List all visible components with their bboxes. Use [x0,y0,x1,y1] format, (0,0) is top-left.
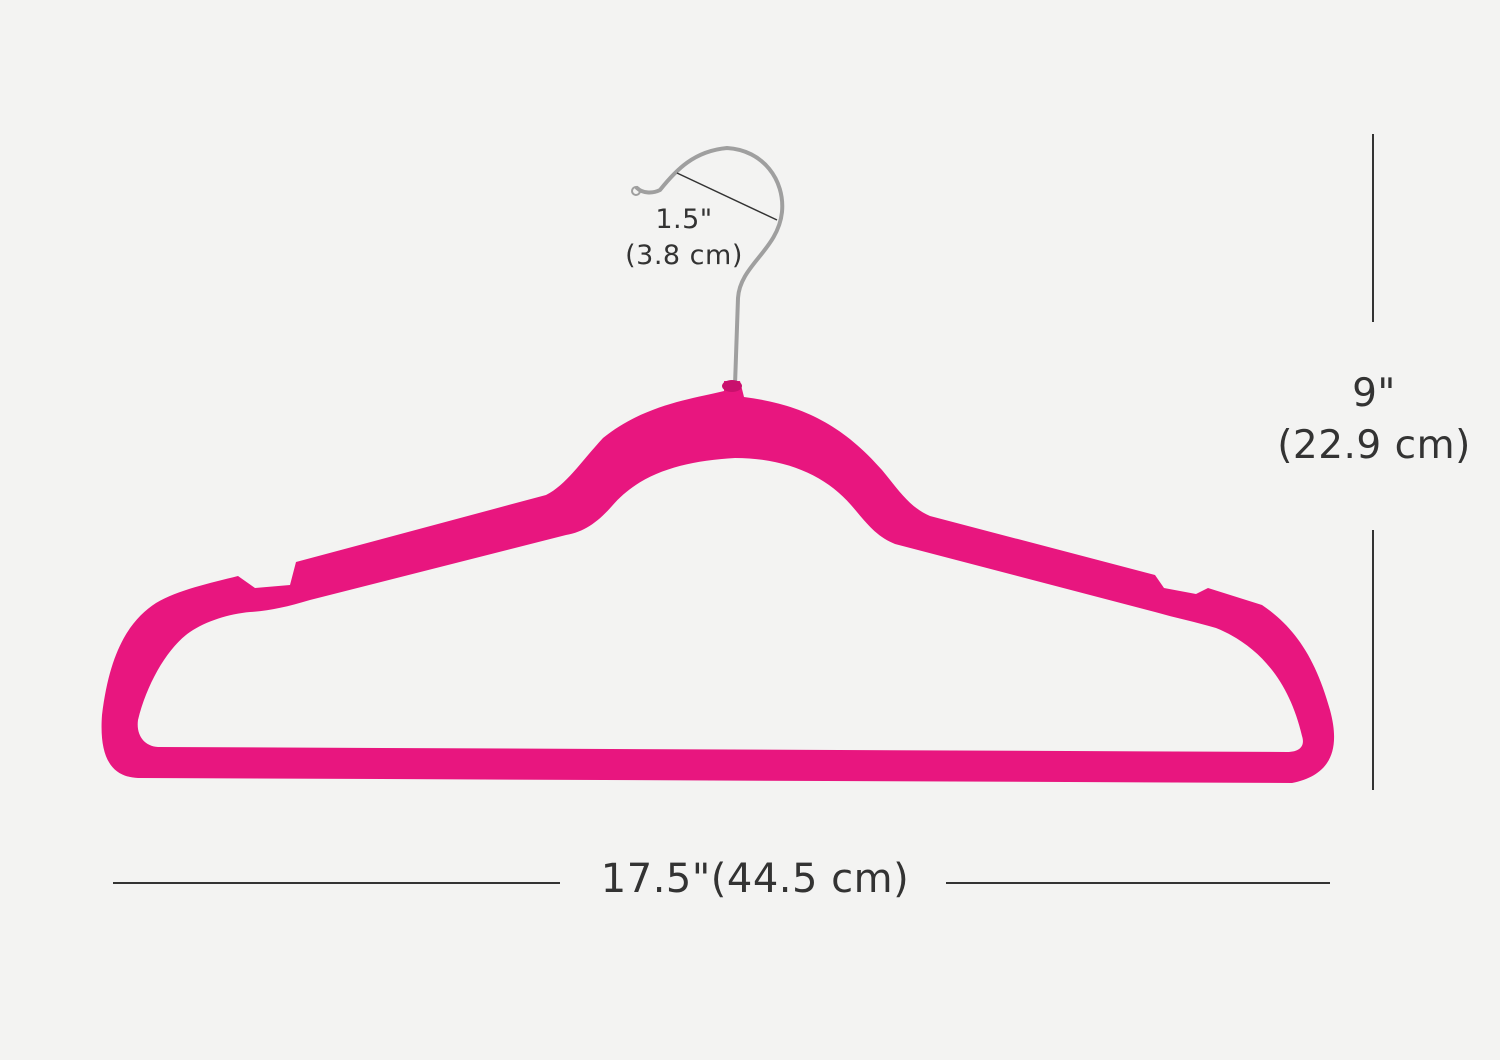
metal-hook-icon [635,146,785,387]
hook-dimension-inches: 1.5" [655,204,713,235]
width-dimension-label: 17.5"(44.5 cm) [600,856,910,902]
pink-velvet-hanger-icon [101,381,1335,783]
hook-measure-line [676,172,778,221]
hook-dimension-cm: (3.8 cm) [625,240,743,271]
height-dimension-inches: 9" [1352,371,1396,416]
hook-base [722,380,742,392]
height-dimension-cm: (22.9 cm) [1277,423,1471,468]
height-dimension-label: 9" (22.9 cm) [1254,368,1494,472]
hook-tip-icon [631,186,641,196]
hook-dimension-label: 1.5" (3.8 cm) [604,202,764,274]
